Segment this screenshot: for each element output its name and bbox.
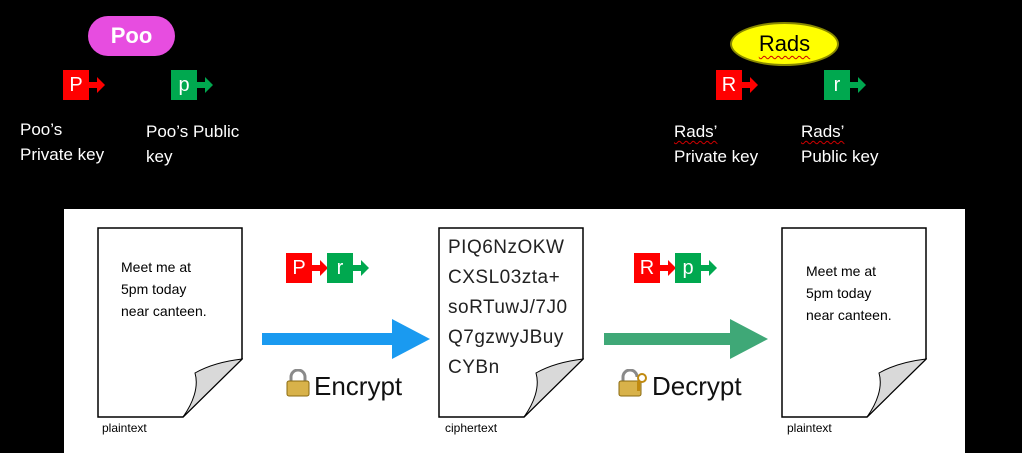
ciphertext-caption: ciphertext <box>445 421 498 435</box>
key-letter: R <box>716 70 742 100</box>
key-letter: P <box>286 253 312 283</box>
rads-name: Rads <box>758 31 811 56</box>
key-letter: R <box>634 253 660 283</box>
decrypt-public-key-icon: p <box>675 253 717 283</box>
decrypt-label: Decrypt <box>618 368 742 404</box>
padlock-key-icon <box>618 368 648 404</box>
poo-public-key-icon: p <box>171 70 213 100</box>
plaintext-caption-right: plaintext <box>787 421 832 435</box>
encrypt-arrow <box>262 319 430 359</box>
rads-private-key-label: Rads’Private key <box>674 122 759 166</box>
rads-public-key-label: Rads’Public key <box>801 122 879 166</box>
rads-name-badge: Rads <box>730 22 839 66</box>
key-letter: P <box>63 70 89 100</box>
key-letter: r <box>824 70 850 100</box>
plaintext-caption-left: plaintext <box>102 421 147 435</box>
padlock-icon <box>286 368 310 404</box>
encrypt-label: Encrypt <box>286 368 402 404</box>
key-letter: r <box>327 253 353 283</box>
rads-private-key-icon: R <box>716 70 758 100</box>
rads-public-key-icon: r <box>824 70 866 100</box>
key-letter: p <box>675 253 701 283</box>
poo-private-key-icon: P <box>63 70 105 100</box>
key-letter: p <box>171 70 197 100</box>
encrypt-private-key-icon: P <box>286 253 328 283</box>
poo-name-badge: Poo <box>88 16 175 56</box>
decrypt-arrow <box>604 319 768 359</box>
encrypt-public-key-icon: r <box>327 253 369 283</box>
poo-name: Poo <box>110 23 153 48</box>
decrypt-private-key-icon: R <box>634 253 676 283</box>
